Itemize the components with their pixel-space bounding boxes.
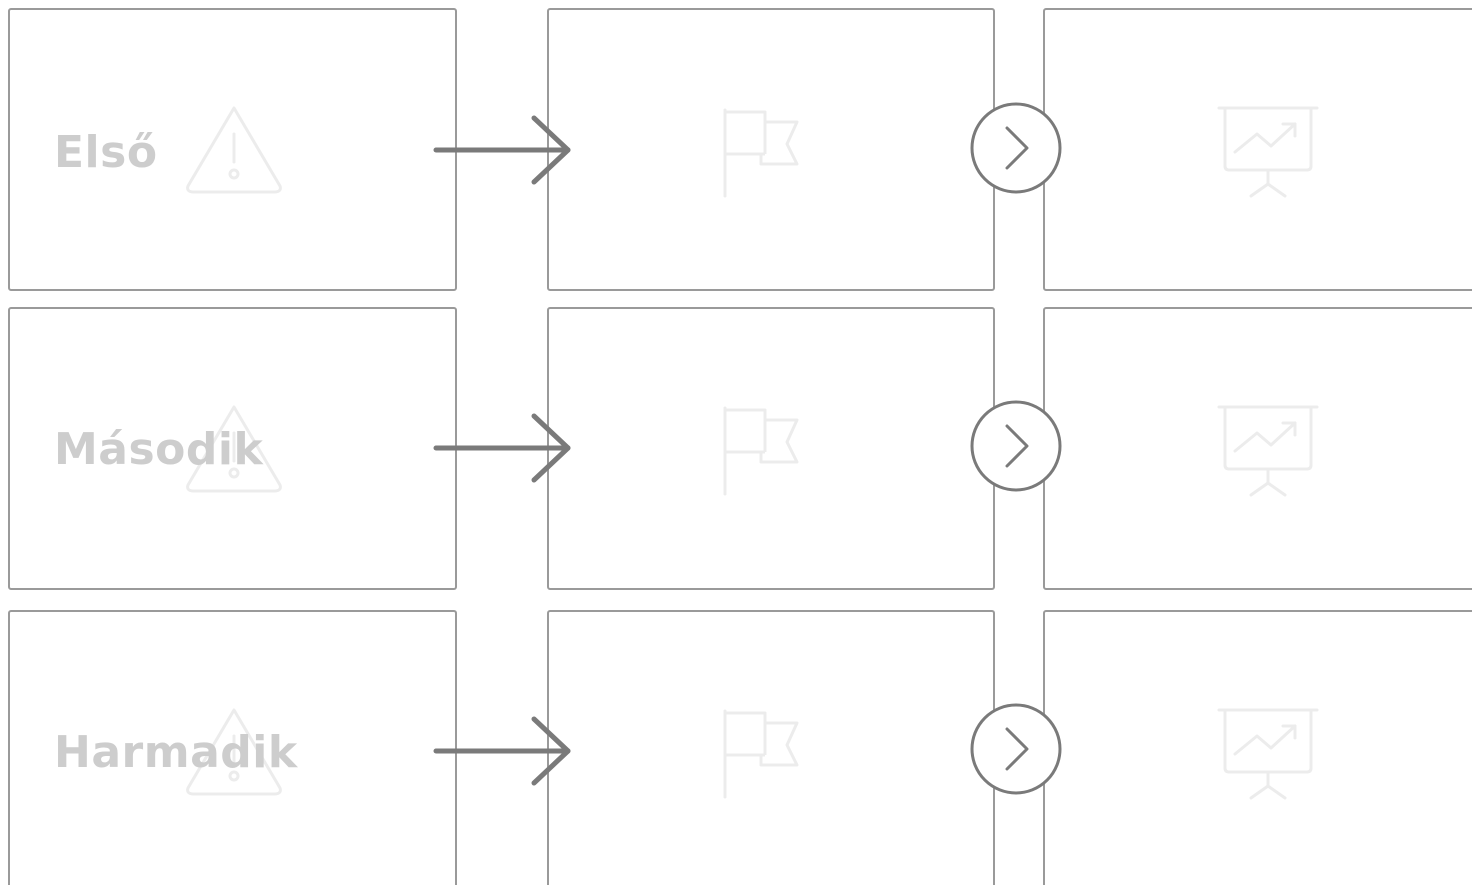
row-2-milestone-card	[547, 307, 995, 590]
warning-triangle-icon	[186, 106, 282, 194]
flag-icon	[723, 709, 799, 799]
right-arrow-icon	[433, 115, 571, 185]
right-arrow-icon	[433, 413, 571, 483]
flag-icon	[723, 108, 799, 198]
row-1-result-card	[1043, 8, 1472, 291]
chevron-right-circle-icon[interactable]	[969, 702, 1063, 796]
row-label: Első	[54, 127, 158, 178]
row-3-milestone-card	[547, 610, 995, 885]
row-2-result-card	[1043, 307, 1472, 590]
flag-icon	[723, 406, 799, 496]
row-3-source-card: Harmadik	[8, 610, 457, 885]
row-2-source-card: Második	[8, 307, 457, 590]
presentation-chart-icon	[1217, 708, 1319, 800]
row-label: Második	[54, 424, 264, 475]
chevron-right-circle-icon[interactable]	[969, 399, 1063, 493]
chevron-right-circle-icon[interactable]	[969, 101, 1063, 195]
row-3-result-card	[1043, 610, 1472, 885]
row-1-source-card: Első	[8, 8, 457, 291]
presentation-chart-icon	[1217, 106, 1319, 198]
row-label: Harmadik	[54, 727, 298, 778]
right-arrow-icon	[433, 716, 571, 786]
presentation-chart-icon	[1217, 405, 1319, 497]
row-1-milestone-card	[547, 8, 995, 291]
